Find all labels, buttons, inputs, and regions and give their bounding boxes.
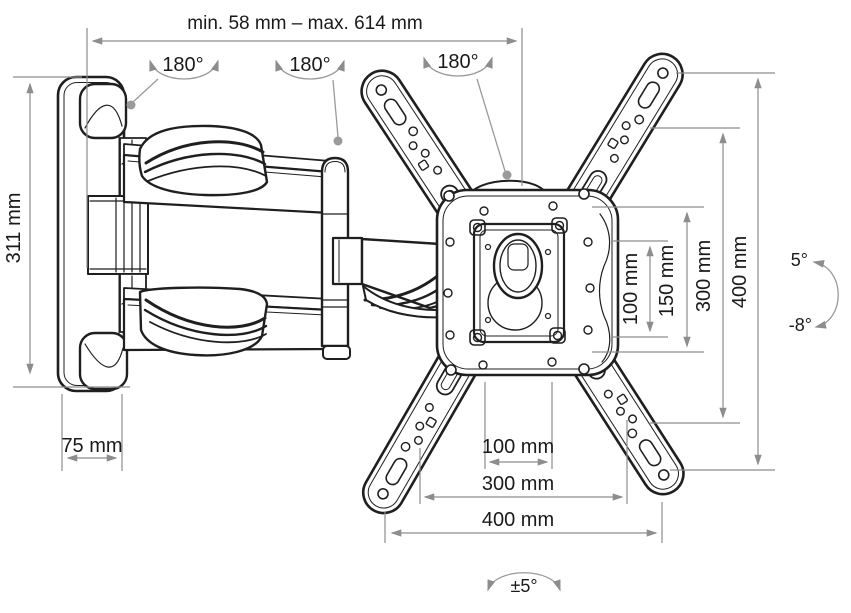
pivot-column (320, 156, 364, 360)
vesa-vertical-300-label: 300 mm (693, 240, 715, 312)
swivel-plate-label: 180° (437, 51, 478, 73)
tilt-up-label: 5° (791, 250, 808, 270)
upper-arm (122, 124, 332, 215)
tilt-down-label: -8° (789, 315, 812, 335)
dim-wall-plate-height: 311 mm (3, 76, 130, 388)
vesa-horizontal-300-label: 300 mm (482, 473, 554, 495)
vesa-vertical-400-label: 400 mm (729, 236, 751, 308)
dim-vesa-vertical-100: 100 mm (612, 240, 668, 338)
lower-arm (122, 286, 332, 357)
dim-vesa-horizontal-300: 300 mm (419, 420, 628, 504)
swivel-annotation-arm: 180° (275, 54, 345, 146)
wall-plate-width-label: 75 mm (61, 435, 122, 457)
swivel-annotation-wall: 180° (126, 54, 219, 110)
swivel-annotation-plate: 180° (423, 51, 512, 180)
leader-dot-plate-joint (502, 170, 512, 180)
vesa-vertical-100-label: 100 mm (620, 253, 642, 325)
dim-vesa-vertical-400: 400 mm (670, 72, 775, 471)
vesa-horizontal-100-label: 100 mm (482, 436, 554, 458)
vesa-center-plate (435, 188, 620, 377)
dim-extension-range: min. 58 mm – max. 614 mm (86, 13, 523, 268)
dim-vesa-horizontal-100: 100 mm (482, 382, 554, 469)
extension-range-label: min. 58 mm – max. 614 mm (187, 13, 422, 34)
wall-plate-height-label: 311 mm (3, 193, 25, 264)
dim-vesa-vertical-150: 150 mm (592, 206, 704, 353)
vesa-vertical-150-label: 150 mm (656, 245, 678, 317)
tilt-annotation: 5° -8° (789, 250, 839, 335)
swivel-wall-label: 180° (162, 54, 203, 76)
dim-vesa-horizontal-400: 400 mm (384, 502, 663, 543)
level-rotation-annotation: ±5° (487, 572, 561, 599)
swivel-arm-label: 180° (289, 54, 330, 76)
dim-wall-plate-width: 75 mm (61, 394, 123, 471)
leader-dot-arm-joint (333, 136, 343, 146)
mount-side-view (56, 75, 479, 393)
vesa-horizontal-400-label: 400 mm (482, 509, 554, 531)
dim-vesa-vertical-300: 300 mm (650, 127, 740, 424)
level-rotation-label: ±5° (510, 576, 537, 596)
vesa-plate-assembly (360, 52, 685, 515)
leader-dot-wall-joint (126, 100, 136, 110)
